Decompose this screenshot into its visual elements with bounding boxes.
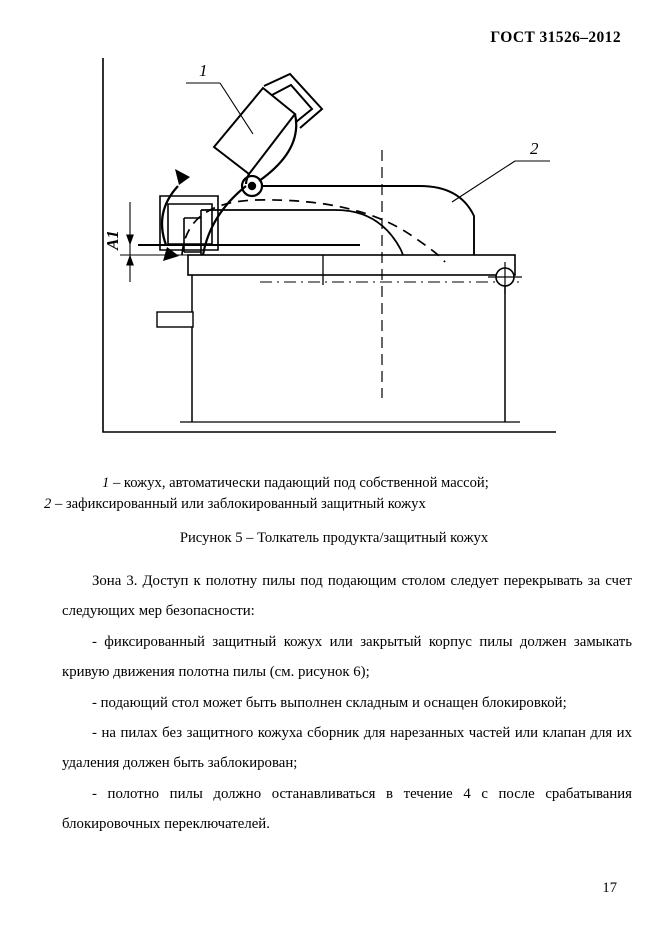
pusher-handle-loop xyxy=(263,72,324,129)
legend-item-1: 1 – кожух, автоматически падающий под со… xyxy=(44,473,624,494)
callout-label-2: 2 xyxy=(530,139,539,158)
callout-leader-1 xyxy=(186,82,254,135)
machine-base-outline xyxy=(180,272,520,423)
paragraph-bullet-2: - подающий стол может быть выполнен скла… xyxy=(92,694,567,711)
dimension-label-a1: A1 xyxy=(103,230,122,251)
figure-caption: Рисунок 5 – Толкатель продукта/защитный … xyxy=(179,530,489,546)
legend-key-2: 2 xyxy=(44,496,52,512)
blade-travel-dashed-arc xyxy=(181,199,446,263)
paragraph-bullet-3: - на пилах без защитного кожуха сборник … xyxy=(62,725,632,772)
fixed-guard-hood xyxy=(252,185,475,255)
legend-dash-2: – xyxy=(51,496,66,512)
swing-motion-arrow xyxy=(160,185,179,246)
paragraph-bullet-4: - полотно пилы должно останавливаться в … xyxy=(62,785,632,833)
base-handle-bar xyxy=(156,311,194,328)
legend-text-2: зафиксированный или заблокированный защи… xyxy=(65,496,426,512)
figure-legend: 1 – кожух, автоматически падающий под со… xyxy=(44,473,624,515)
callout-leader-2 xyxy=(451,160,550,203)
paragraph-bullet-1: - фиксированный защитный кожух или закры… xyxy=(62,633,632,681)
dimension-a1 xyxy=(126,202,134,282)
page-number: 17 xyxy=(602,880,617,896)
document-standard-header: ГОСТ 31526–2012 xyxy=(490,29,621,46)
drawing-frame xyxy=(102,58,556,433)
work-table-slab xyxy=(187,254,516,276)
pusher-pivot-link xyxy=(244,113,298,185)
figure-5-drawing: A1 xyxy=(60,50,600,450)
swing-arrow-heads xyxy=(163,169,190,261)
feed-table-surface-line xyxy=(120,244,360,256)
guard-left-body xyxy=(183,210,202,255)
legend-item-2: 2 – зафиксированный или заблокированный … xyxy=(44,494,624,515)
callout-label-1: 1 xyxy=(199,61,208,80)
legend-text-1: кожух, автоматически падающий под собств… xyxy=(123,475,489,491)
table-bolt-crosshair xyxy=(488,262,522,294)
saw-pusher-guard-diagram: A1 xyxy=(102,58,556,433)
body-text-block: Зона 3. Доступ к полотну пилы под подающ… xyxy=(62,566,632,840)
paragraph-zone-3: Зона 3. Доступ к полотну пилы под подающ… xyxy=(62,573,632,620)
legend-key-1: 1 xyxy=(102,475,110,491)
guard-inner-arch xyxy=(201,209,404,256)
pusher-inner-box xyxy=(159,195,219,251)
legend-dash-1: – xyxy=(109,475,124,491)
